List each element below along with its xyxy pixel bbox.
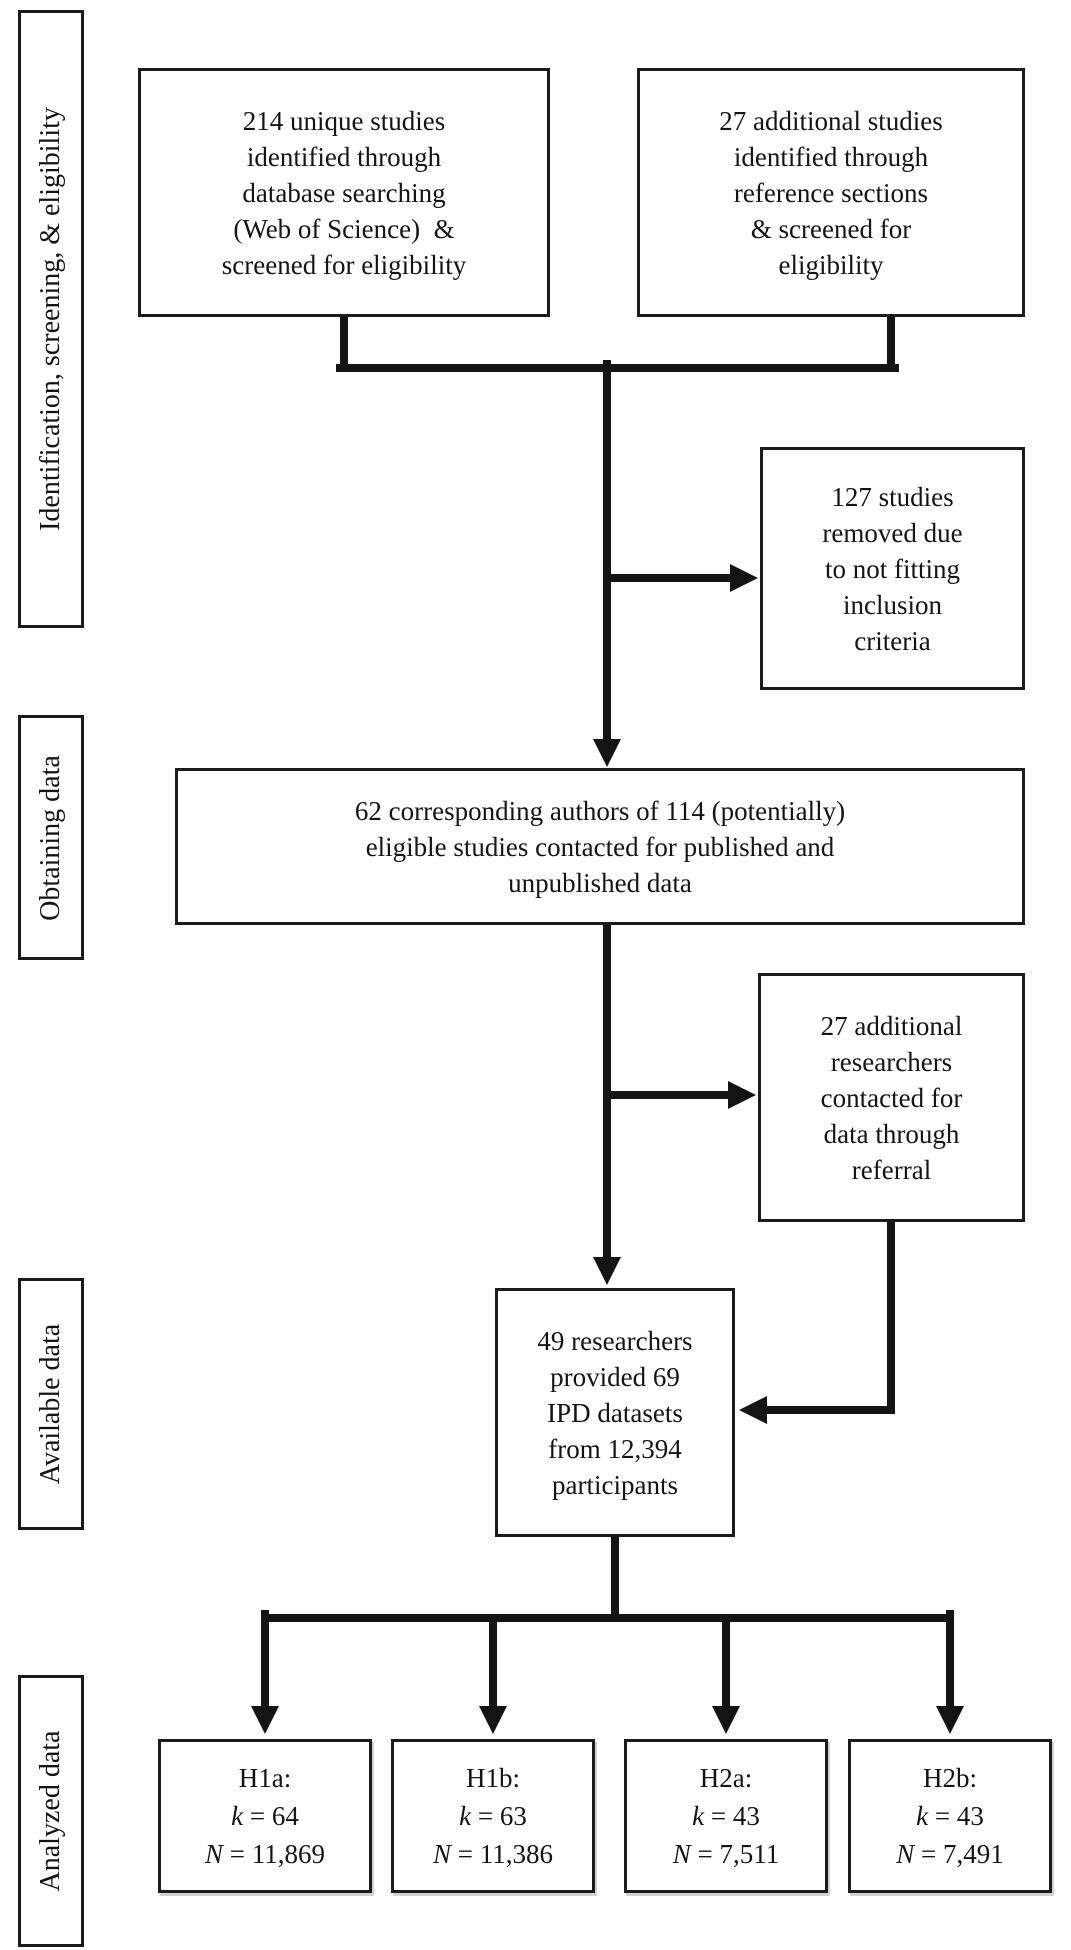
text-line: inclusion	[843, 589, 942, 620]
box-database-search: 214 unique studies identified through da…	[138, 68, 550, 317]
hypothesis-k: k = 43	[916, 1797, 984, 1835]
stage-analyzed-data: Analyzed data	[18, 1675, 84, 1947]
k-symbol: k	[459, 1801, 472, 1831]
box-reference-sections: 27 additional studies identified through…	[637, 68, 1025, 317]
text-line: contacted for	[820, 1082, 963, 1113]
connector-referral-elbow	[761, 1216, 895, 1414]
n-value: = 7,511	[690, 1839, 780, 1869]
hypothesis-n: N = 11,386	[433, 1835, 553, 1873]
hypothesis-title: H2a:	[699, 1763, 753, 1793]
n-symbol: N	[896, 1839, 915, 1869]
arrowhead-down-h2b	[936, 1706, 964, 1734]
box-removed-studies: 127 studies removed due to not fitting i…	[760, 447, 1025, 690]
text-line: participants	[552, 1469, 678, 1500]
text-line: referral	[851, 1154, 932, 1185]
text-line: identified through	[246, 141, 442, 172]
stage-obtaining-data: Obtaining data	[18, 715, 84, 960]
box-authors-contacted: 62 corresponding authors of 114 (potenti…	[175, 768, 1025, 925]
n-value: = 7,491	[914, 1839, 1004, 1869]
text-line: from 12,394	[548, 1433, 682, 1464]
text-line: provided 69	[550, 1361, 680, 1392]
text-line: eligible studies contacted for published…	[365, 831, 835, 862]
text-line: 27 additional studies	[719, 105, 943, 136]
text-line: (Web of Science) &	[233, 213, 455, 244]
stage-label: Identification, screening, & eligibility	[35, 107, 66, 531]
stage-label: Analyzed data	[35, 1730, 66, 1892]
text-line: & screened for	[750, 213, 912, 244]
text-line: unpublished data	[508, 867, 692, 898]
text-line: 127 studies	[831, 481, 954, 512]
text-line: data through	[823, 1118, 960, 1149]
k-symbol: k	[231, 1801, 244, 1831]
text-line: reference sections	[733, 177, 929, 208]
box-hypothesis-h1a: H1a: k = 64 N = 11,869	[158, 1739, 372, 1893]
text-line: removed due	[822, 517, 963, 548]
k-value: = 43	[928, 1801, 984, 1831]
text-line: researchers	[830, 1046, 953, 1077]
k-value: = 43	[704, 1801, 760, 1831]
box-hypothesis-h1b: H1b: k = 63 N = 11,386	[391, 1739, 595, 1893]
arrowhead-down-h2a	[712, 1706, 740, 1734]
arrowhead-right-removed	[730, 564, 758, 592]
hypothesis-n: N = 7,511	[673, 1835, 780, 1873]
arrowhead-left-provided	[739, 1396, 767, 1424]
text-line: database searching	[242, 177, 446, 208]
arrowhead-down-provided	[593, 1257, 621, 1285]
k-symbol: k	[916, 1801, 929, 1831]
text-line: 62 corresponding authors of 114 (potenti…	[354, 795, 846, 826]
stage-identification-screening-eligibility: Identification, screening, & eligibility	[18, 10, 84, 628]
arrowhead-down-wide-box	[593, 739, 621, 767]
k-value: = 63	[471, 1801, 527, 1831]
arrowhead-right-referral	[728, 1081, 756, 1109]
box-hypothesis-h2b: H2b: k = 43 N = 7,491	[848, 1739, 1052, 1893]
hypothesis-k: k = 64	[231, 1797, 299, 1835]
stage-label: Available data	[35, 1323, 66, 1485]
text-line: to not fitting	[825, 553, 960, 584]
stage-available-data: Available data	[18, 1278, 84, 1530]
text-line: 49 researchers	[537, 1325, 693, 1356]
text-line: identified through	[733, 141, 929, 172]
text-line: 214 unique studies	[242, 105, 446, 136]
hypothesis-n: N = 11,869	[205, 1835, 325, 1873]
text-line: criteria	[854, 625, 931, 656]
k-value: = 64	[243, 1801, 299, 1831]
text-line: 27 additional	[820, 1010, 963, 1041]
n-value: = 11,386	[451, 1839, 553, 1869]
hypothesis-title: H1a:	[238, 1763, 292, 1793]
n-symbol: N	[205, 1839, 224, 1869]
n-symbol: N	[433, 1839, 452, 1869]
box-referral-researchers: 27 additional researchers contacted for …	[758, 973, 1025, 1222]
hypothesis-n: N = 7,491	[896, 1835, 1004, 1873]
text-line: eligibility	[778, 249, 884, 280]
hypothesis-title: H2b:	[923, 1763, 977, 1793]
box-provided-datasets: 49 researchers provided 69 IPD datasets …	[495, 1288, 735, 1537]
stage-label: Obtaining data	[35, 754, 66, 921]
hypothesis-k: k = 63	[459, 1797, 527, 1835]
text-line: screened for eligibility	[221, 249, 467, 280]
hypothesis-title: H1b:	[466, 1763, 520, 1793]
arrowhead-down-h1b	[479, 1706, 507, 1734]
hypothesis-k: k = 43	[692, 1797, 760, 1835]
box-hypothesis-h2a: H2a: k = 43 N = 7,511	[624, 1739, 828, 1893]
k-symbol: k	[692, 1801, 705, 1831]
n-symbol: N	[672, 1839, 691, 1869]
n-value: = 11,869	[223, 1839, 325, 1869]
arrowhead-down-h1a	[251, 1706, 279, 1734]
text-line: IPD datasets	[547, 1397, 683, 1428]
